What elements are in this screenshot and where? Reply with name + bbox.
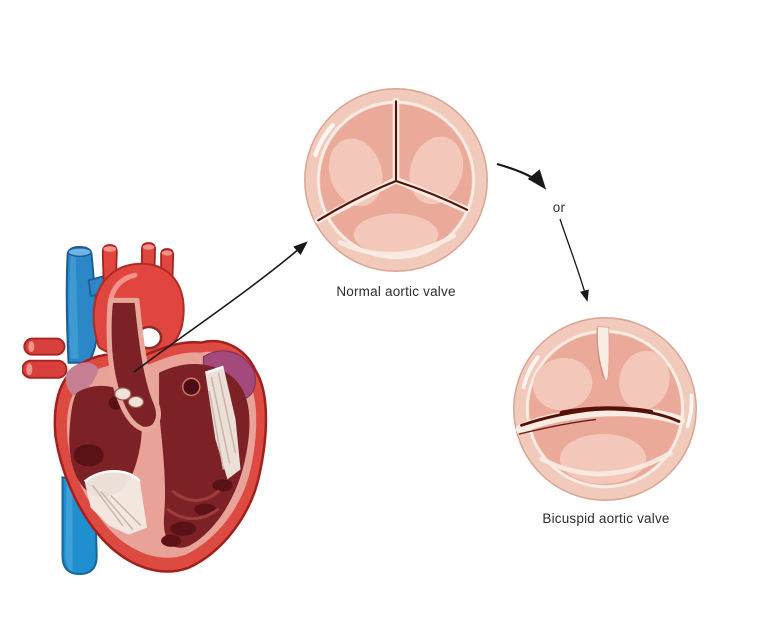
ring-highlight-icon <box>521 355 540 389</box>
bicuspid-valve-label: Bicuspid aortic valve <box>542 511 670 526</box>
cusp-highlights-icon <box>328 136 464 256</box>
chordae-tendineae-icon <box>83 365 241 535</box>
arrow-normal-valve-to-or-icon <box>496 162 547 190</box>
arrow-heart-to-normal-valve-icon <box>133 241 308 373</box>
bicuspid-aortic-valve-illustration <box>513 317 697 501</box>
aortic-root-icon <box>106 297 161 432</box>
normal-valve-label: Normal aortic valve <box>336 284 456 299</box>
normal-aortic-valve-illustration <box>304 88 488 272</box>
commissure-lines-icon <box>314 97 471 224</box>
ring-highlight-icon <box>313 123 335 158</box>
or-label: or <box>552 200 566 215</box>
heart-illustration <box>22 242 268 575</box>
raphe-icon <box>596 326 610 382</box>
atrium-wall-mauve-icon <box>65 362 99 395</box>
arrow-or-to-bicuspid-valve-icon <box>559 218 589 302</box>
aortic-valve-cusps-icon <box>114 387 145 409</box>
fused-commissure-slit-icon <box>515 406 685 435</box>
right-pulmonary-vessels-icon <box>22 337 68 379</box>
